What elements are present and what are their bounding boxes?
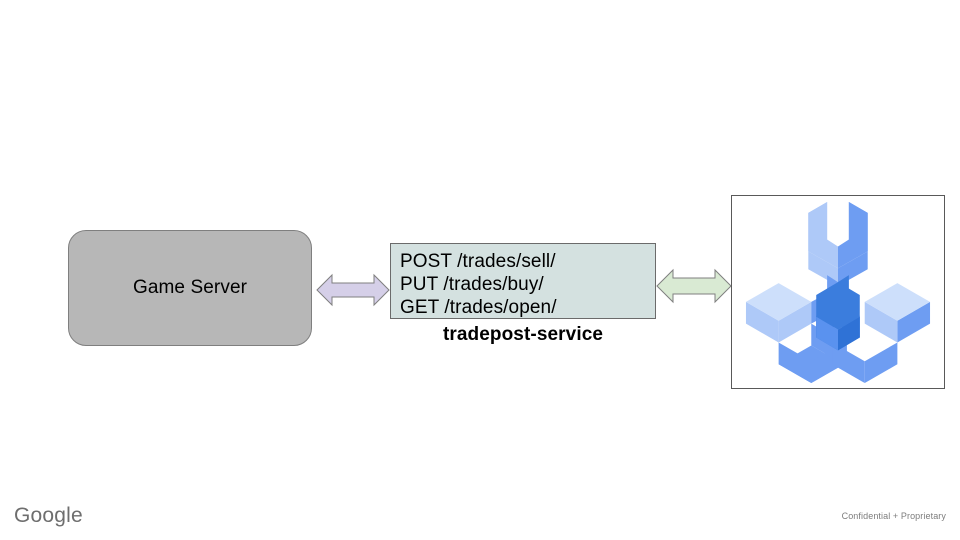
confidentiality-notice: Confidential + Proprietary — [841, 511, 946, 521]
endpoint-put-trades-buy: PUT /trades/buy/ — [400, 274, 544, 295]
tradepost-service-caption: tradepost-service — [442, 324, 604, 345]
tradepost-service-node[interactable]: POST /trades/sell/ PUT /trades/buy/ GET … — [390, 243, 656, 319]
endpoint-post-trades-sell: POST /trades/sell/ — [400, 251, 556, 272]
double-arrow-icon — [656, 268, 732, 304]
game-server-label: Game Server — [132, 276, 248, 298]
service-logo-frame — [731, 195, 945, 389]
google-wordmark: Google — [14, 504, 83, 527]
game-server-node[interactable]: Game Server — [68, 230, 312, 346]
endpoint-get-trades-open: GET /trades/open/ — [400, 297, 557, 318]
double-arrow-icon — [316, 273, 390, 307]
arrow-tradepost-to-service-logo — [656, 265, 732, 307]
arrow-game-server-to-tradepost — [316, 270, 390, 310]
isometric-trident-wrench-icon — [745, 201, 931, 384]
